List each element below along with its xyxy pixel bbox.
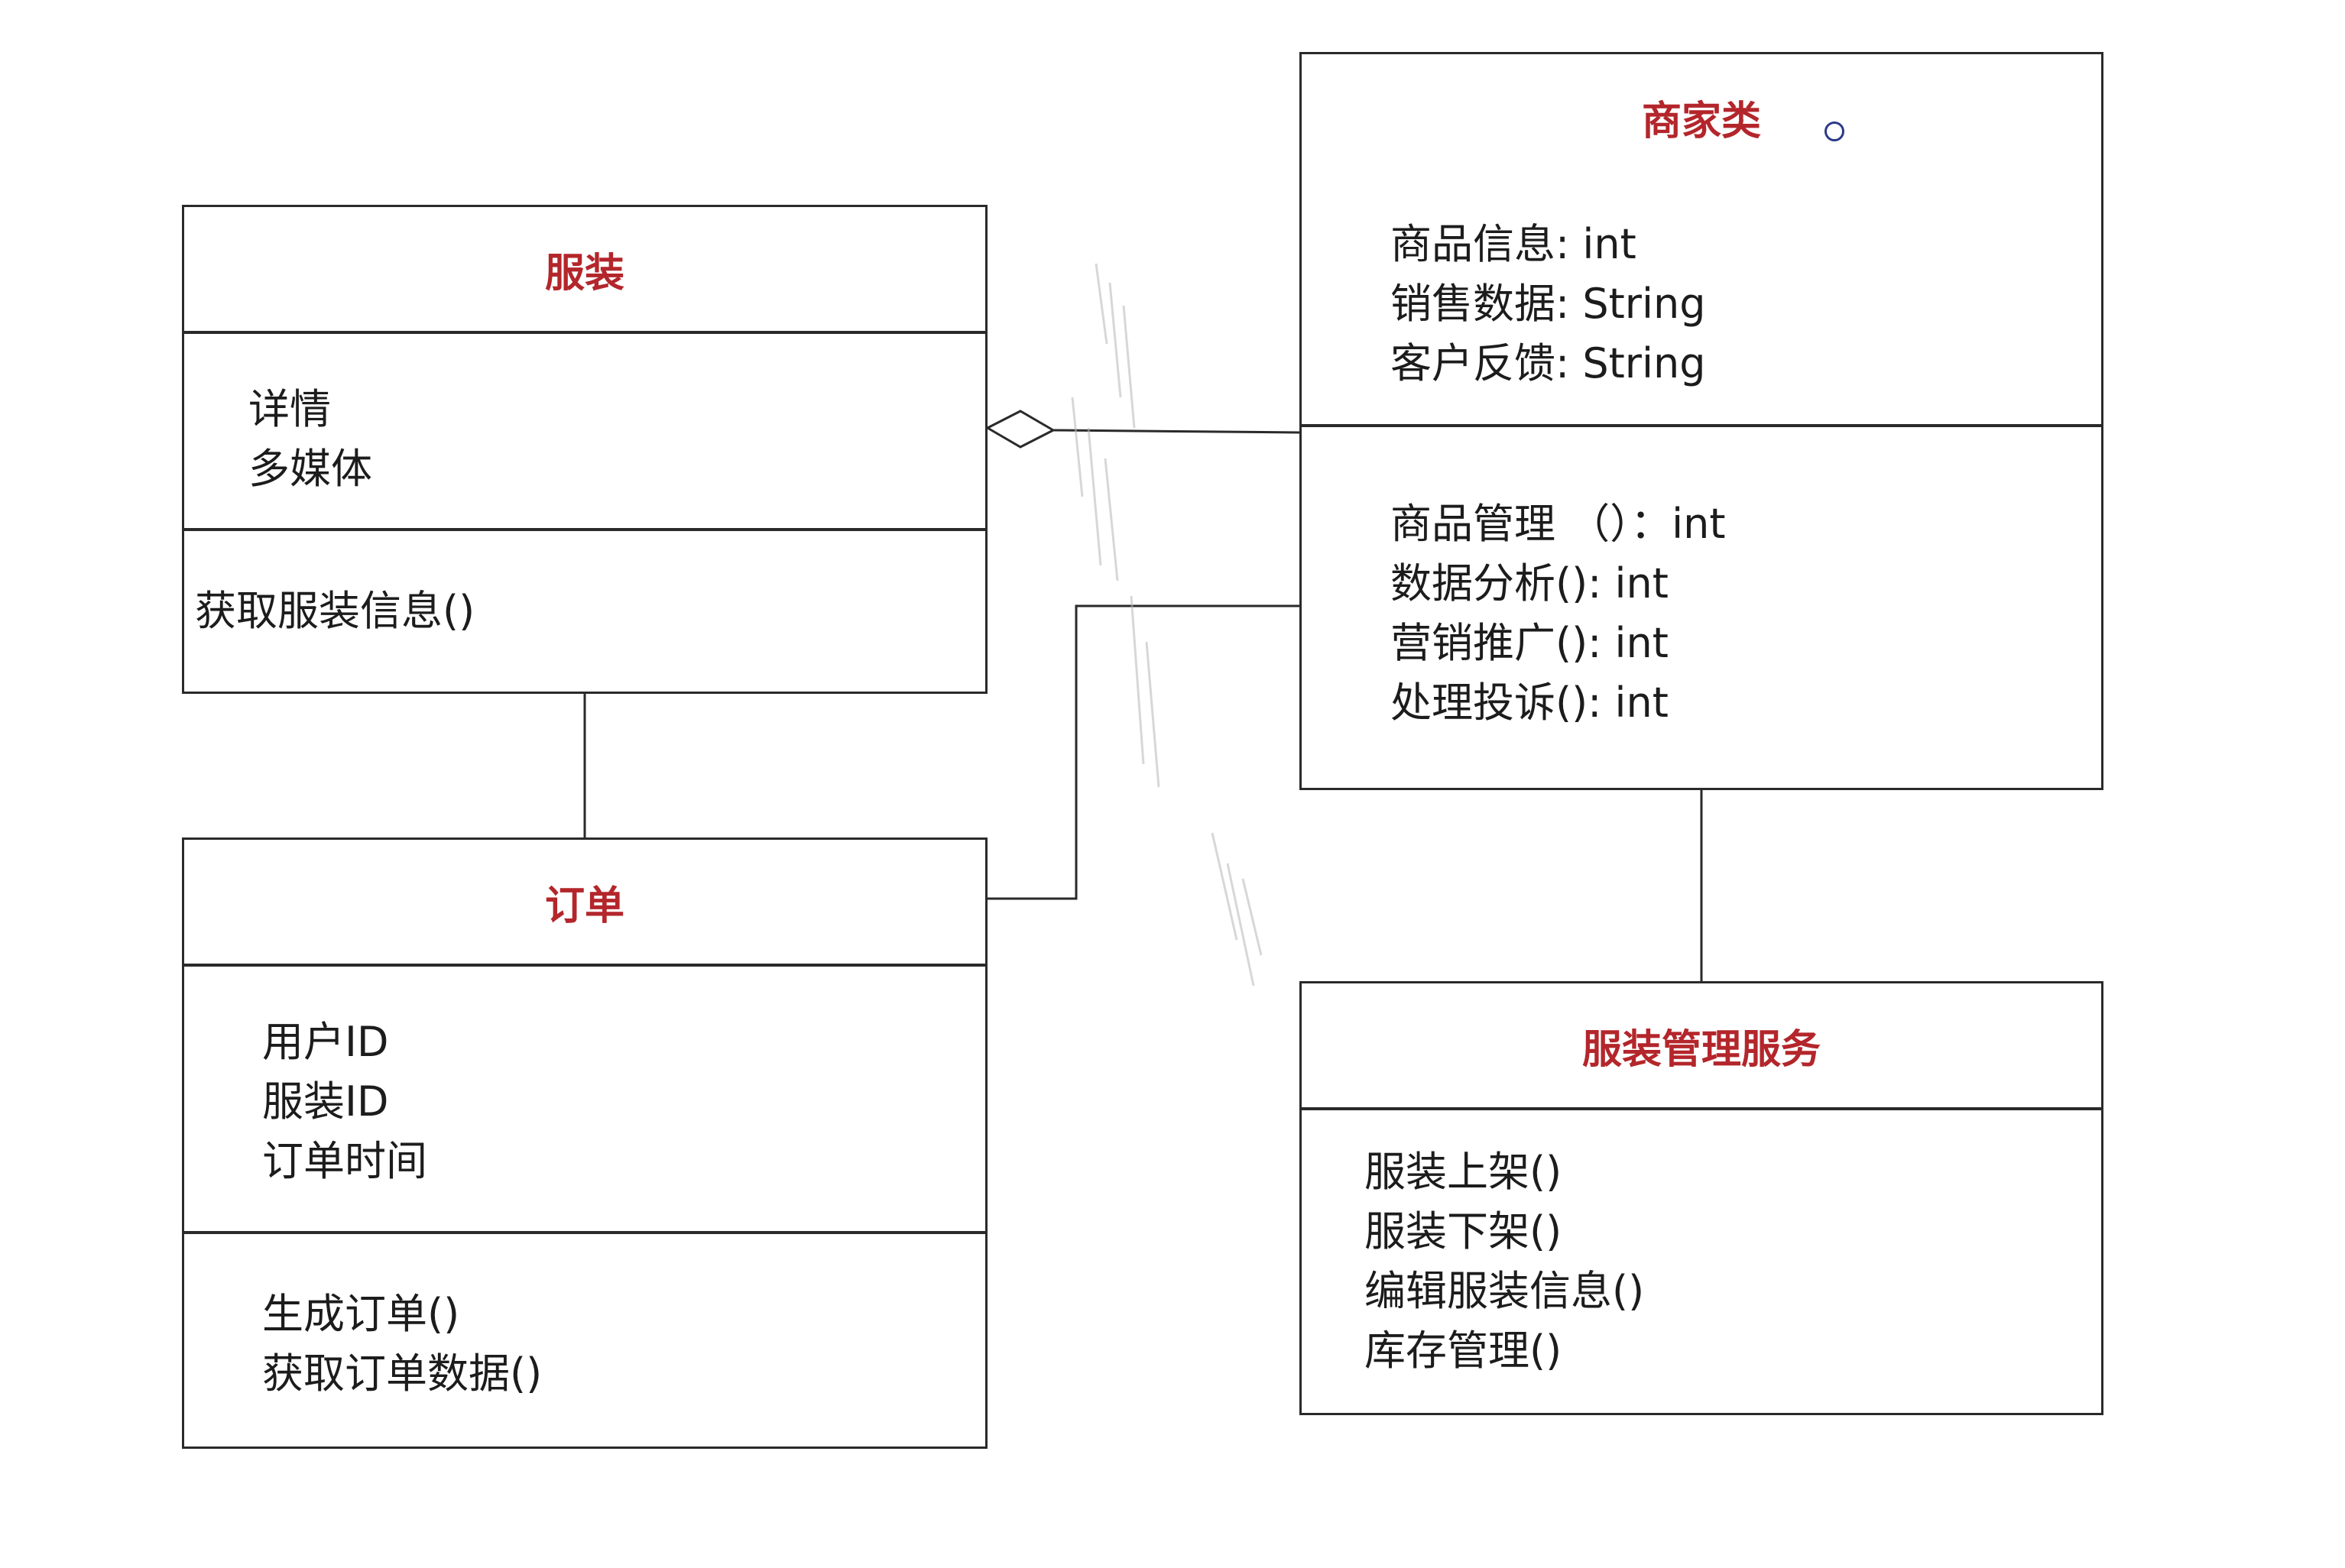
class-order-name: 订单 <box>544 883 624 929</box>
method: 处理投诉(): int <box>1390 679 1669 727</box>
method: 商品管理 （）：int <box>1390 500 1726 548</box>
class-order-methods: 生成订单() 获取订单数据() <box>184 1231 985 1447</box>
aggregation-diamond-icon <box>984 410 1056 449</box>
class-service-methods: 服装上架() 服装下架() 编辑服装信息() 库存管理() <box>1302 1107 2101 1413</box>
attribute: 订单时间 <box>262 1137 427 1185</box>
attribute: 销售数据: String <box>1390 280 1706 328</box>
method: 生成订单() <box>262 1290 460 1338</box>
attribute: 用户ID <box>262 1018 389 1066</box>
method: 营销推广(): int <box>1390 619 1669 667</box>
class-merchant-methods: 商品管理 （）：int 数据分析(): int 营销推广(): int 处理投诉… <box>1302 424 2101 788</box>
class-clothing-attributes: 详情 多媒体 <box>184 331 985 528</box>
attribute: 服装ID <box>262 1077 389 1126</box>
class-clothing-name: 服装 <box>544 250 624 296</box>
attribute: 商品信息: int <box>1390 220 1636 268</box>
class-order-attributes: 用户ID 服装ID 订单时间 <box>184 964 985 1231</box>
class-order[interactable]: 订单 用户ID 服装ID 订单时间 生成订单() 获取订单数据() <box>182 837 988 1449</box>
class-merchant-name: 商家类 <box>1641 98 1761 144</box>
method: 获取订单数据() <box>262 1349 543 1398</box>
aggregation-line <box>1052 429 1300 434</box>
sketch-strokes <box>1071 263 1263 986</box>
method: 服装上架() <box>1364 1148 1562 1196</box>
class-merchant-attributes: 商品信息: int 销售数据: String 客户反馈: String <box>1302 180 2101 424</box>
order-merchant-line <box>986 604 1299 900</box>
class-merchant[interactable]: 商家类 商品信息: int 销售数据: String 客户反馈: String … <box>1299 52 2103 790</box>
class-service-name: 服装管理服务 <box>1581 1026 1821 1073</box>
circle-marker-icon <box>1824 121 1844 141</box>
method: 编辑服装信息() <box>1364 1267 1645 1315</box>
method: 库存管理() <box>1364 1327 1562 1375</box>
attribute: 详情 <box>248 385 331 433</box>
class-clothing-service[interactable]: 服装管理服务 服装上架() 服装下架() 编辑服装信息() 库存管理() <box>1299 981 2103 1415</box>
attribute: 客户反馈: String <box>1390 339 1706 387</box>
class-clothing[interactable]: 服装 详情 多媒体 获取服装信息() <box>182 205 988 694</box>
attribute: 多媒体 <box>248 445 372 493</box>
method: 服装下架() <box>1364 1207 1562 1255</box>
method: 数据分析(): int <box>1390 559 1669 607</box>
class-clothing-methods: 获取服装信息() <box>184 528 985 692</box>
method: 获取服装信息() <box>195 587 475 635</box>
